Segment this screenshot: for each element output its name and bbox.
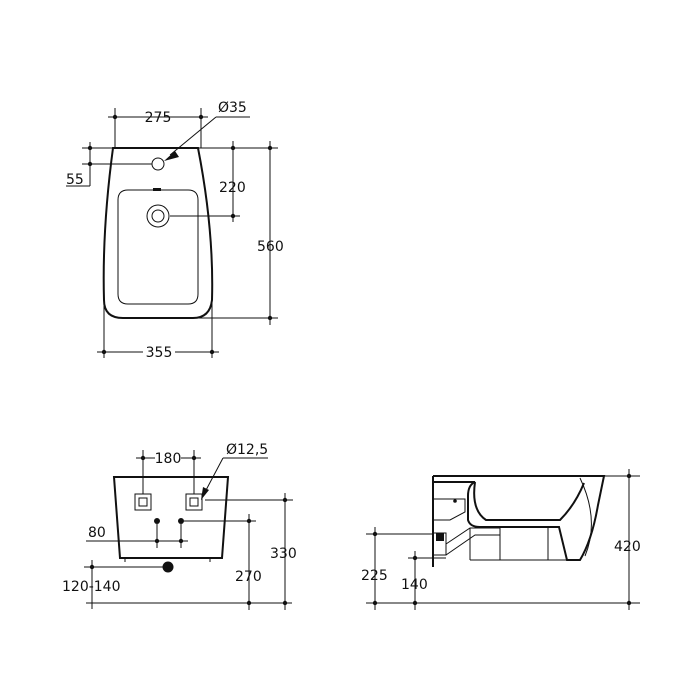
overflow-slot	[153, 188, 161, 191]
bowl-outline	[117, 189, 199, 305]
side-tap-hole	[453, 499, 457, 503]
dim-220-label: 220	[219, 180, 246, 196]
left-bolt-hole	[154, 518, 160, 524]
bidet-side-outline	[433, 475, 606, 561]
dim-140-label: 140	[401, 577, 428, 593]
tap-hole	[151, 157, 165, 171]
dim-diameter-12-5-label: Ø12,5	[226, 442, 268, 458]
dim-560-label: 560	[257, 239, 284, 255]
dim-420-label: 420	[614, 539, 641, 555]
dim-diameter-35-label: Ø35	[218, 100, 247, 116]
dim-80-label: 80	[88, 525, 106, 541]
bidet-top-outline	[102, 147, 214, 319]
dim-55-label: 55	[66, 172, 84, 188]
dim-355-label: 355	[146, 345, 173, 361]
dim-225-label: 225	[361, 568, 388, 584]
drain-inner	[151, 209, 165, 223]
back-view: 180 Ø12,5 80 120-140 270 330	[62, 442, 297, 610]
side-view: 420 225 140	[361, 469, 641, 610]
right-bracket	[185, 493, 203, 511]
dim-120-140-label: 120-140	[62, 579, 121, 595]
dim-270-label: 270	[235, 569, 262, 585]
bidet-back-outline	[112, 476, 230, 559]
bowl-inner	[473, 481, 585, 521]
dim-330-label: 330	[270, 546, 297, 562]
dim-180-label: 180	[155, 451, 182, 467]
drain-outer	[146, 204, 170, 228]
left-bracket	[134, 493, 152, 511]
waste-pipe	[162, 561, 174, 573]
right-bolt-hole	[178, 518, 184, 524]
dim-275-label: 275	[145, 110, 172, 126]
top-view: 275 Ø35 55 220 560 355	[66, 100, 284, 361]
